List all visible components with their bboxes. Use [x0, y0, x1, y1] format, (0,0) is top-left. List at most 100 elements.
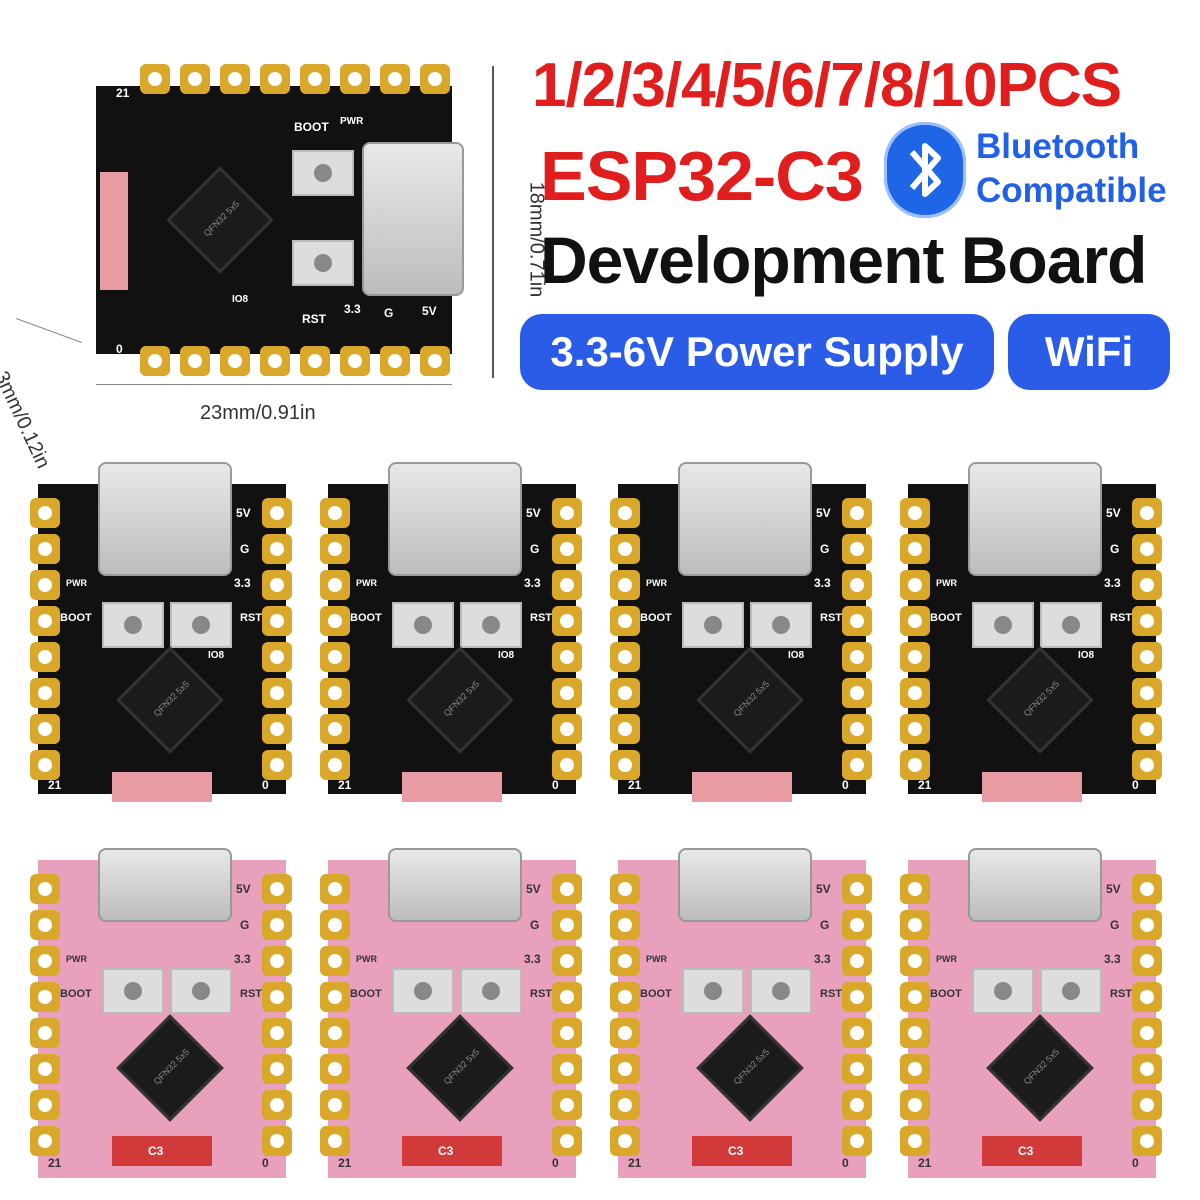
antenna: [112, 1136, 212, 1166]
label-5v: 5V: [816, 506, 831, 520]
pad: [1132, 678, 1162, 708]
dimension-line-height: [492, 66, 494, 378]
label-pwr: PWR: [66, 954, 87, 964]
label-c3: C3: [438, 1144, 454, 1158]
pad: [552, 1090, 582, 1120]
pad: [610, 714, 640, 744]
pad: [320, 570, 350, 600]
pad: [30, 678, 60, 708]
pad: [30, 642, 60, 672]
reset-button: [170, 602, 232, 648]
reset-button: [292, 240, 354, 286]
pad: [842, 946, 872, 976]
reset-button: [1040, 968, 1102, 1014]
pad: [842, 1126, 872, 1156]
usb-c-connector: [678, 462, 812, 576]
pad: [552, 982, 582, 1012]
label-c3: C3: [728, 1144, 744, 1158]
pad: [900, 606, 930, 636]
pad: [262, 498, 292, 528]
pad: [1132, 982, 1162, 1012]
label-5v: 5V: [526, 882, 541, 896]
pad: [320, 910, 350, 940]
pad: [900, 874, 930, 904]
pad: [842, 570, 872, 600]
label-0: 0: [1132, 778, 1139, 792]
pad: [1132, 1090, 1162, 1120]
label-rst: RST: [1110, 612, 1132, 624]
label-5v: 5V: [236, 882, 251, 896]
pad: [900, 534, 930, 564]
pad: [30, 982, 60, 1012]
pad: [262, 982, 292, 1012]
label-io8: IO8: [1078, 650, 1095, 661]
pad: [262, 910, 292, 940]
pad: [30, 1018, 60, 1048]
pad: [1132, 1054, 1162, 1084]
pad: [552, 498, 582, 528]
pad: [262, 534, 292, 564]
model-heading: ESP32-C3: [540, 137, 864, 215]
label-boot: BOOT: [350, 988, 382, 1000]
pad: [610, 1126, 640, 1156]
label-io8: IO8: [232, 294, 249, 305]
label-21: 21: [918, 1156, 932, 1170]
boot-button: [102, 602, 164, 648]
dimension-thickness: 3mm/0.12in: [0, 368, 55, 473]
pad: [320, 606, 350, 636]
pad: [30, 570, 60, 600]
pad: [262, 606, 292, 636]
reset-button: [460, 602, 522, 648]
pad: [320, 642, 350, 672]
pad: [320, 750, 350, 780]
label-5v: 5V: [422, 304, 437, 318]
pad: [320, 982, 350, 1012]
pad: [1132, 570, 1162, 600]
bluetooth-line2: Compatible: [976, 171, 1167, 210]
pad: [610, 642, 640, 672]
pad: [900, 642, 930, 672]
pad: [610, 750, 640, 780]
pad: [320, 1018, 350, 1048]
label-g: G: [820, 542, 830, 556]
label-21: 21: [918, 778, 932, 792]
label-pwr: PWR: [646, 578, 667, 588]
power-supply-badge: 3.3-6V Power Supply: [520, 314, 994, 390]
label-0: 0: [1132, 1156, 1139, 1170]
label-5v: 5V: [526, 506, 541, 520]
label-5v: 5V: [1106, 882, 1121, 896]
pad: [1132, 642, 1162, 672]
label-g: G: [1110, 918, 1120, 932]
label-5v: 5V: [816, 882, 831, 896]
label-21: 21: [116, 86, 130, 100]
label-rst: RST: [240, 612, 262, 624]
reset-button: [170, 968, 232, 1014]
pad: [30, 946, 60, 976]
label-g: G: [384, 306, 394, 320]
product-title: Development Board: [540, 223, 1147, 297]
reset-button: [460, 968, 522, 1014]
pad: [610, 534, 640, 564]
label-io8: IO8: [788, 650, 805, 661]
pad: [320, 1090, 350, 1120]
pad: [610, 1090, 640, 1120]
boot-button: [972, 968, 1034, 1014]
usb-c-connector: [98, 848, 232, 922]
usb-c-connector: [678, 848, 812, 922]
wifi-badge: WiFi: [1008, 314, 1170, 390]
label-0: 0: [116, 342, 123, 356]
antenna: [982, 1136, 1082, 1166]
label-boot: BOOT: [60, 612, 92, 624]
pad: [900, 570, 930, 600]
pad: [552, 642, 582, 672]
pad: [900, 1018, 930, 1048]
usb-c-connector: [388, 462, 522, 576]
pad: [30, 910, 60, 940]
pad: [262, 570, 292, 600]
label-g: G: [240, 918, 250, 932]
